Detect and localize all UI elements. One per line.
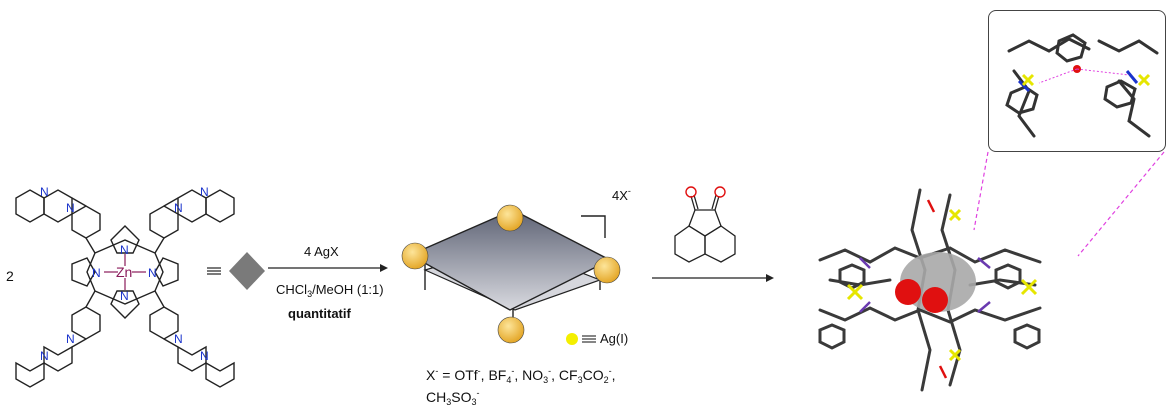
n-label-py6: N <box>40 349 49 363</box>
reaction-arrow-2 <box>652 274 774 282</box>
anion-list-line2: CH3SO3- <box>426 388 480 407</box>
inset-connectors <box>973 151 1165 257</box>
n-label-right: N <box>148 266 157 280</box>
step1-reagent: 4 AgX <box>304 244 339 259</box>
pyridine-tl-3 <box>15 189 45 223</box>
anion-otf: OTf-, <box>454 366 489 383</box>
reaction-arrow-1 <box>268 264 388 272</box>
pyridine-tr-3 <box>205 189 235 223</box>
n-label-py5: N <box>66 332 75 346</box>
zinc-label: Zn <box>116 264 132 280</box>
ag-sphere-left <box>401 242 429 270</box>
charge-bracket <box>581 215 606 238</box>
pyridine-tl-1 <box>71 205 101 239</box>
n-label-bottom: N <box>120 289 129 303</box>
zinc-porphyrin-structure: Zn N N N N N N N N N N N N <box>15 185 235 388</box>
pyridine-bl-3 <box>15 361 45 388</box>
ag-sphere-right <box>593 256 621 284</box>
n-label-py1: N <box>66 201 75 215</box>
step1-solvent: CHCl3/MeOH (1:1) <box>276 282 384 299</box>
pyrrole-right <box>154 257 179 287</box>
acenaphthenequinone-structure <box>674 186 736 263</box>
guest-oxygen-2 <box>922 287 948 313</box>
oxygen-right-icon <box>714 186 726 198</box>
cage-charge: 4X- <box>612 186 631 203</box>
n-label-py3: N <box>174 201 183 215</box>
ag-legend-symbol <box>566 333 596 345</box>
pyrrole-left <box>71 257 96 287</box>
n-label-py8: N <box>200 349 209 363</box>
reactant-coefficient: 2 <box>6 268 14 284</box>
pyrrole-top <box>110 225 140 254</box>
pyridine-bl-1 <box>71 306 101 340</box>
n-label-py7: N <box>174 332 183 346</box>
ag-sphere-bottom <box>497 316 525 344</box>
step1-yield-note: quantitatif <box>288 306 351 321</box>
equivalence-symbol <box>207 252 265 290</box>
inset-hbond-view <box>1005 33 1159 138</box>
n-label-left: N <box>92 266 101 280</box>
cage-schematic <box>401 204 621 344</box>
inset-box <box>988 10 1166 152</box>
anion-cf3co2: CF3CO2-, <box>558 366 616 385</box>
pyridine-br-3 <box>205 361 235 388</box>
oxygen-left-icon <box>685 186 697 198</box>
anion-bf4: BF4-, <box>488 366 523 385</box>
gray-diamond-icon <box>229 252 265 290</box>
anion-no3: NO3-, <box>522 366 559 385</box>
n-label-py2: N <box>40 185 49 199</box>
ag-sphere-top <box>496 204 524 232</box>
crystal-structure-model <box>818 188 1042 392</box>
guest-oxygen-1 <box>895 279 921 305</box>
n-label-py4: N <box>200 185 209 199</box>
n-label-top: N <box>120 243 129 257</box>
pyrrole-bottom <box>110 290 140 319</box>
ag-legend-label: Ag(I) <box>600 331 629 346</box>
yellow-dot-icon <box>566 333 578 345</box>
anion-list-line1: X- = OTf-, BF4-, NO3-, CF3CO2-, <box>426 366 616 385</box>
